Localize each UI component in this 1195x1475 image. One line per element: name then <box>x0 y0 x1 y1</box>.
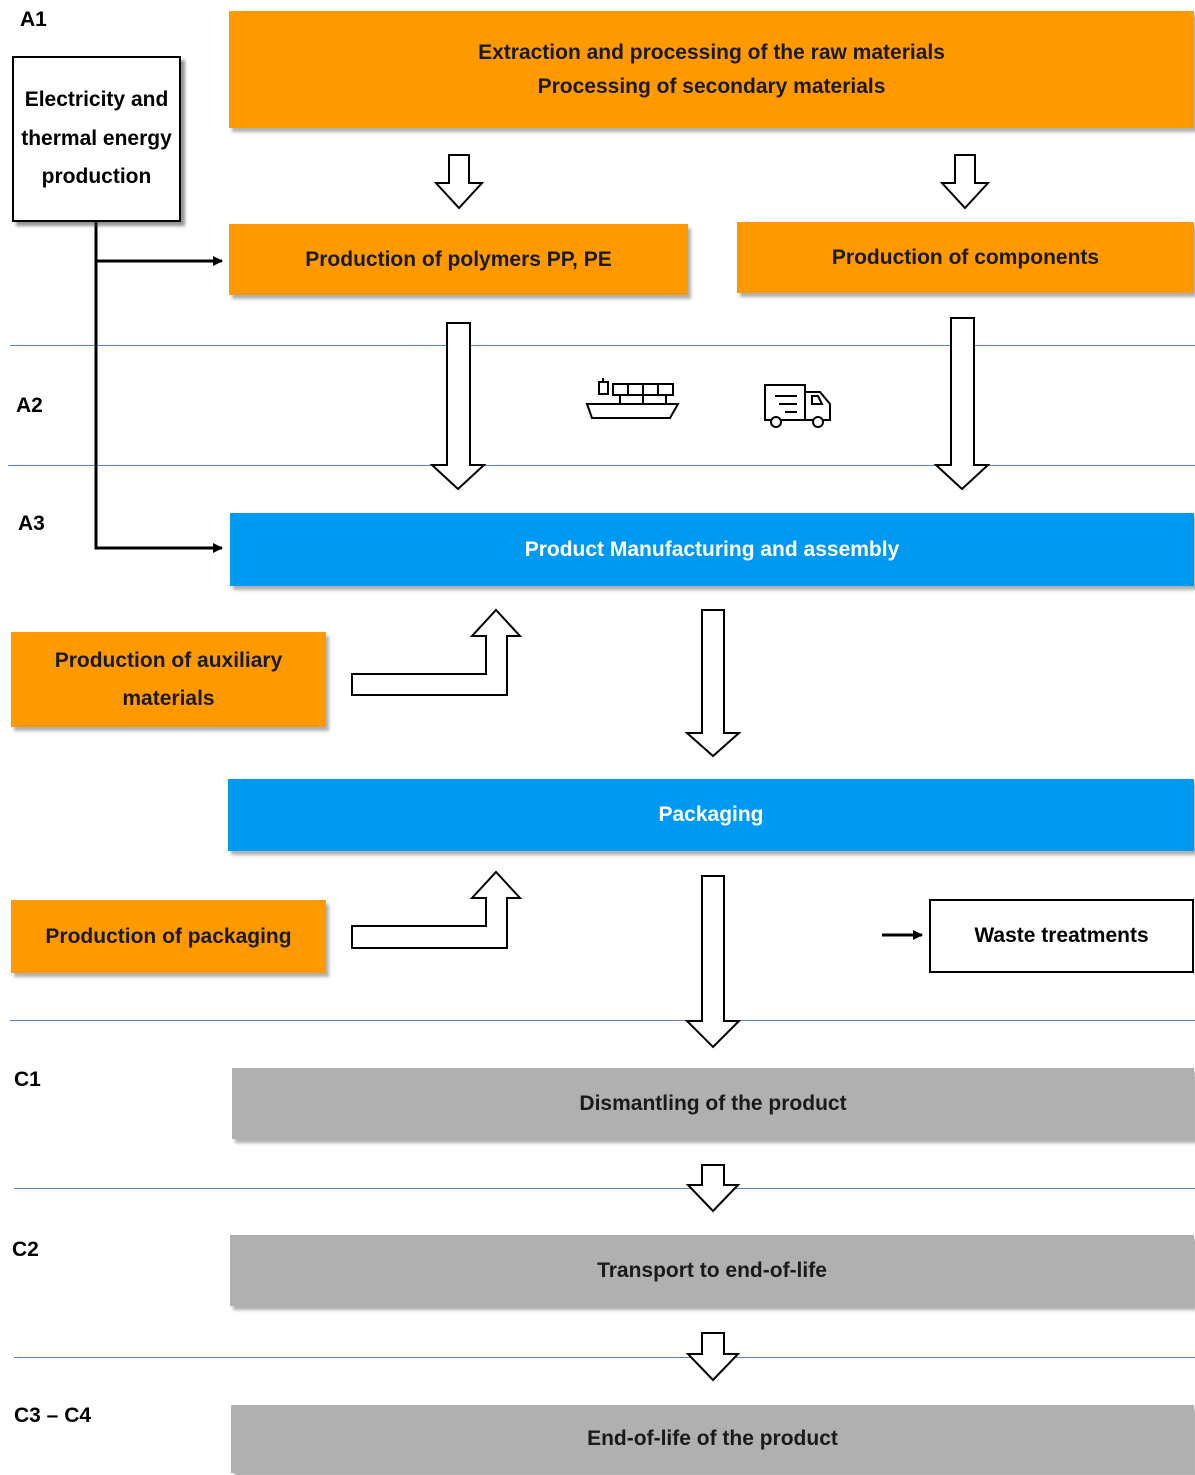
divider-c1-c2 <box>14 1188 1195 1189</box>
components-label: Production of components <box>831 245 1100 269</box>
extraction-line-2: Processing of secondary materials <box>537 74 886 98</box>
arrow-down-to-polymers <box>433 154 485 210</box>
extraction-line-1: Extraction and processing of the raw mat… <box>478 40 945 64</box>
manufacturing-box: Product Manufacturing and assembly <box>230 513 1194 586</box>
auxiliary-box: Production of auxiliary materials <box>11 632 326 727</box>
arrow-manufacturing-to-packaging <box>684 609 742 758</box>
stage-label-a2: A2 <box>16 394 43 417</box>
end-of-life-box: End-of-life of the product <box>231 1405 1194 1473</box>
dismantling-label: Dismantling of the product <box>579 1091 847 1115</box>
transport-label: Transport to end-of-life <box>597 1258 827 1282</box>
arrow-packaging-to-dismantling <box>684 875 742 1049</box>
manufacturing-label: Product Manufacturing and assembly <box>524 537 900 561</box>
arrow-components-to-manufacturing <box>933 317 991 491</box>
divider-a1-a2 <box>10 345 1195 346</box>
polymers-label: Production of polymers PP, PE <box>305 247 612 271</box>
arrow-production-packaging-to-packaging <box>351 870 523 949</box>
dismantling-box: Dismantling of the product <box>232 1068 1194 1139</box>
divider-a2-a3 <box>8 465 1195 466</box>
arrow-transport-to-end-of-life <box>685 1332 741 1382</box>
packaging-label: Packaging <box>658 803 764 827</box>
arrow-dismantling-to-transport <box>685 1164 741 1213</box>
stage-label-c3-c4: C3 – C4 <box>14 1404 92 1427</box>
cargo-ship-icon <box>585 378 680 419</box>
arrow-polymers-to-manufacturing <box>429 322 487 491</box>
waste-treatments-box: Waste treatments <box>929 899 1194 973</box>
electricity-box: Electricity and thermal energy productio… <box>12 56 181 222</box>
transport-box: Transport to end-of-life <box>230 1235 1194 1306</box>
stage-label-c1: C1 <box>14 1068 41 1091</box>
auxiliary-label: Production of auxiliary materials <box>54 648 283 710</box>
production-packaging-box: Production of packaging <box>11 900 326 973</box>
electricity-connector <box>94 222 223 553</box>
delivery-truck-icon <box>764 384 831 428</box>
components-box: Production of components <box>737 222 1194 293</box>
stage-label-c2: C2 <box>12 1238 39 1261</box>
arrow-auxiliary-to-manufacturing <box>351 608 523 696</box>
divider-c2-c3 <box>14 1357 1195 1358</box>
electricity-label: Electricity and thermal energy productio… <box>21 87 172 189</box>
end-of-life-label: End-of-life of the product <box>587 1427 838 1451</box>
production-packaging-label: Production of packaging <box>45 924 292 948</box>
extraction-box: Extraction and processing of the raw mat… <box>229 11 1194 128</box>
divider-a3-c1 <box>10 1020 1195 1021</box>
arrow-down-to-components <box>939 154 991 210</box>
stage-label-a3: A3 <box>18 512 45 535</box>
packaging-box: Packaging <box>228 779 1194 851</box>
polymers-box: Production of polymers PP, PE <box>229 224 688 295</box>
waste-treatments-label: Waste treatments <box>974 924 1149 948</box>
stage-label-a1: A1 <box>20 8 47 31</box>
